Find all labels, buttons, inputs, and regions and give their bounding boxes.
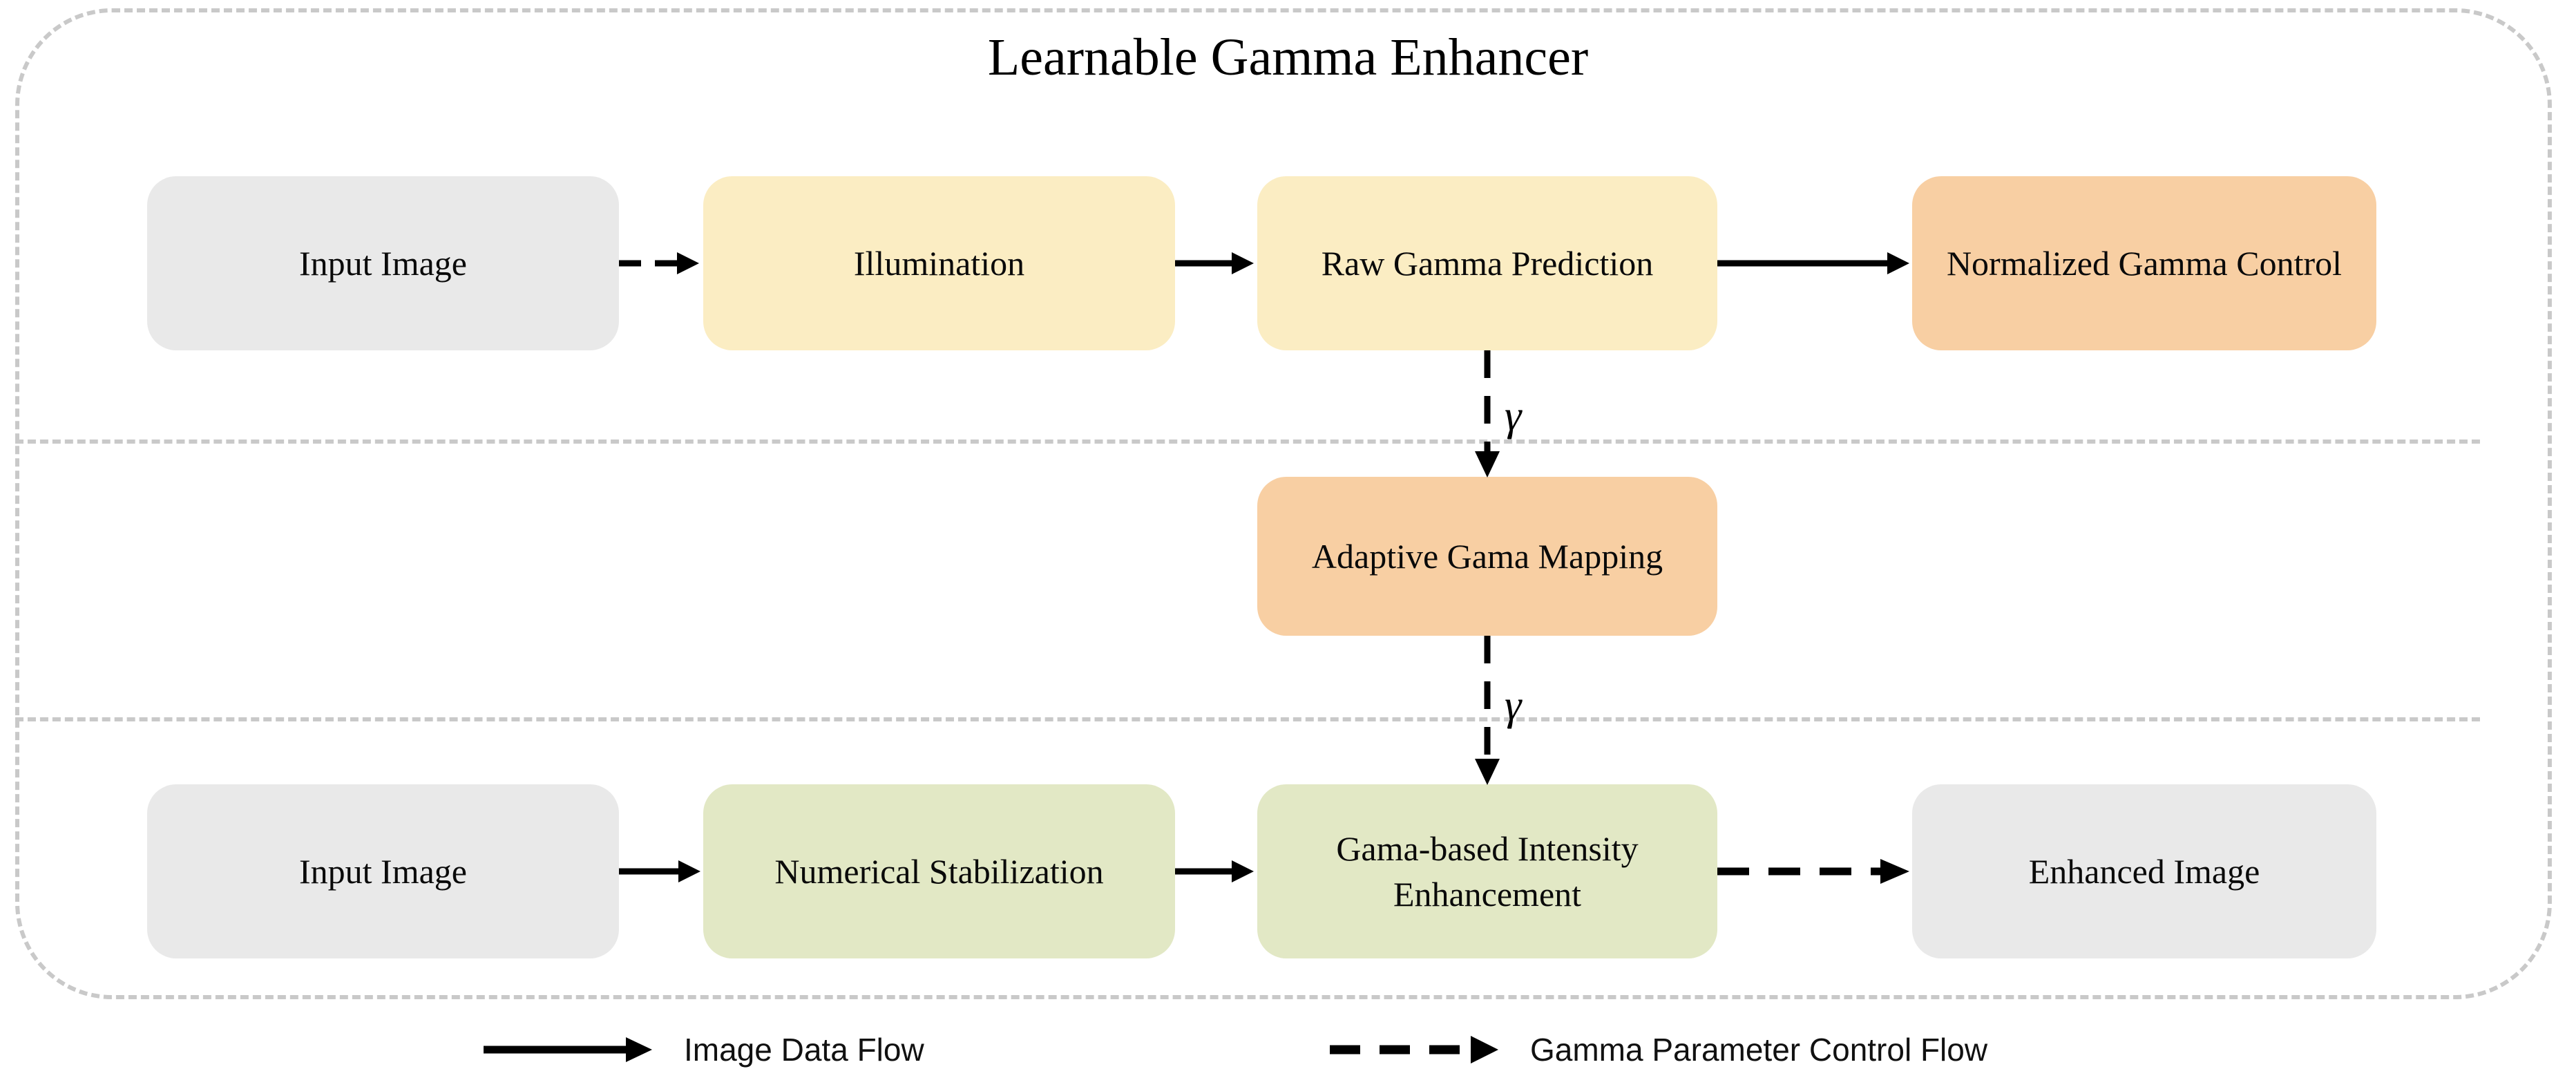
arrow-dashed-input-image-to-illumination <box>619 249 707 277</box>
arrow-dashed-raw-gamma-prediction-to-adaptive-gama-mapping <box>1472 350 1502 479</box>
node-label: Normalized Gamma Control <box>1946 244 2343 283</box>
node-label: Illumination <box>853 244 1025 283</box>
arrow-dashed-adaptive-gama-mapping-to-gama-based-intensity-enhancement <box>1472 636 1502 786</box>
section-divider-top <box>15 439 2480 444</box>
node-illumination[interactable]: Illumination <box>703 176 1175 350</box>
node-label: Adaptive Gama Mapping <box>1311 537 1663 576</box>
node-label: Gama-based Intensity Enhancement <box>1336 829 1639 914</box>
arrow-solid-illumination-to-raw-gamma-prediction <box>1175 249 1261 277</box>
arrow-dashed-gama-based-intensity-enhancement-to-enhanced-image <box>1717 858 1916 885</box>
arrow-solid-input-image-to-numerical-stabilization <box>619 858 707 885</box>
node-label: Enhanced Image <box>2028 852 2260 891</box>
node-enhanced-image[interactable]: Enhanced Image <box>1912 784 2376 958</box>
gamma-parameter-label-top: γ <box>1505 393 1522 439</box>
page-title: Learnable Gamma Enhancer <box>987 28 1589 86</box>
node-input-image-top[interactable]: Input Image <box>147 176 619 350</box>
node-label: Raw Gamma Prediction <box>1321 244 1654 283</box>
node-adaptive-gama-mapping[interactable]: Adaptive Gama Mapping <box>1257 477 1717 636</box>
dashed-arrow-icon <box>1330 1036 1502 1063</box>
solid-arrow-icon <box>484 1036 656 1063</box>
section-divider-bottom <box>15 717 2480 721</box>
node-label: Input Image <box>299 244 467 283</box>
node-normalized-gamma-control[interactable]: Normalized Gamma Control <box>1912 176 2376 350</box>
gamma-parameter-label-bottom: γ <box>1505 682 1522 729</box>
node-gama-based-intensity-enhancement[interactable]: Gama-based Intensity Enhancement <box>1257 784 1717 958</box>
arrow-solid-numerical-stabilization-to-gama-based-intensity-enhancement <box>1175 858 1261 885</box>
node-label: Input Image <box>299 852 467 891</box>
node-numerical-stabilization[interactable]: Numerical Stabilization <box>703 784 1175 958</box>
node-input-image-bottom[interactable]: Input Image <box>147 784 619 958</box>
legend-label: Image Data Flow <box>684 1032 924 1068</box>
legend-item-image-data-flow: Image Data Flow <box>484 1021 924 1078</box>
legend-item-gamma-parameter-control-flow: Gamma Parameter Control Flow <box>1330 1021 1987 1078</box>
node-raw-gamma-prediction[interactable]: Raw Gamma Prediction <box>1257 176 1717 350</box>
arrow-solid-raw-gamma-prediction-to-normalized-gamma-control <box>1717 249 1916 277</box>
learnable-gamma-enhancer-container <box>15 8 2552 999</box>
node-label: Numerical Stabilization <box>774 852 1104 891</box>
legend-label: Gamma Parameter Control Flow <box>1530 1032 1988 1068</box>
legend: Image Data Flow Gamma Parameter Control … <box>0 1021 2576 1078</box>
